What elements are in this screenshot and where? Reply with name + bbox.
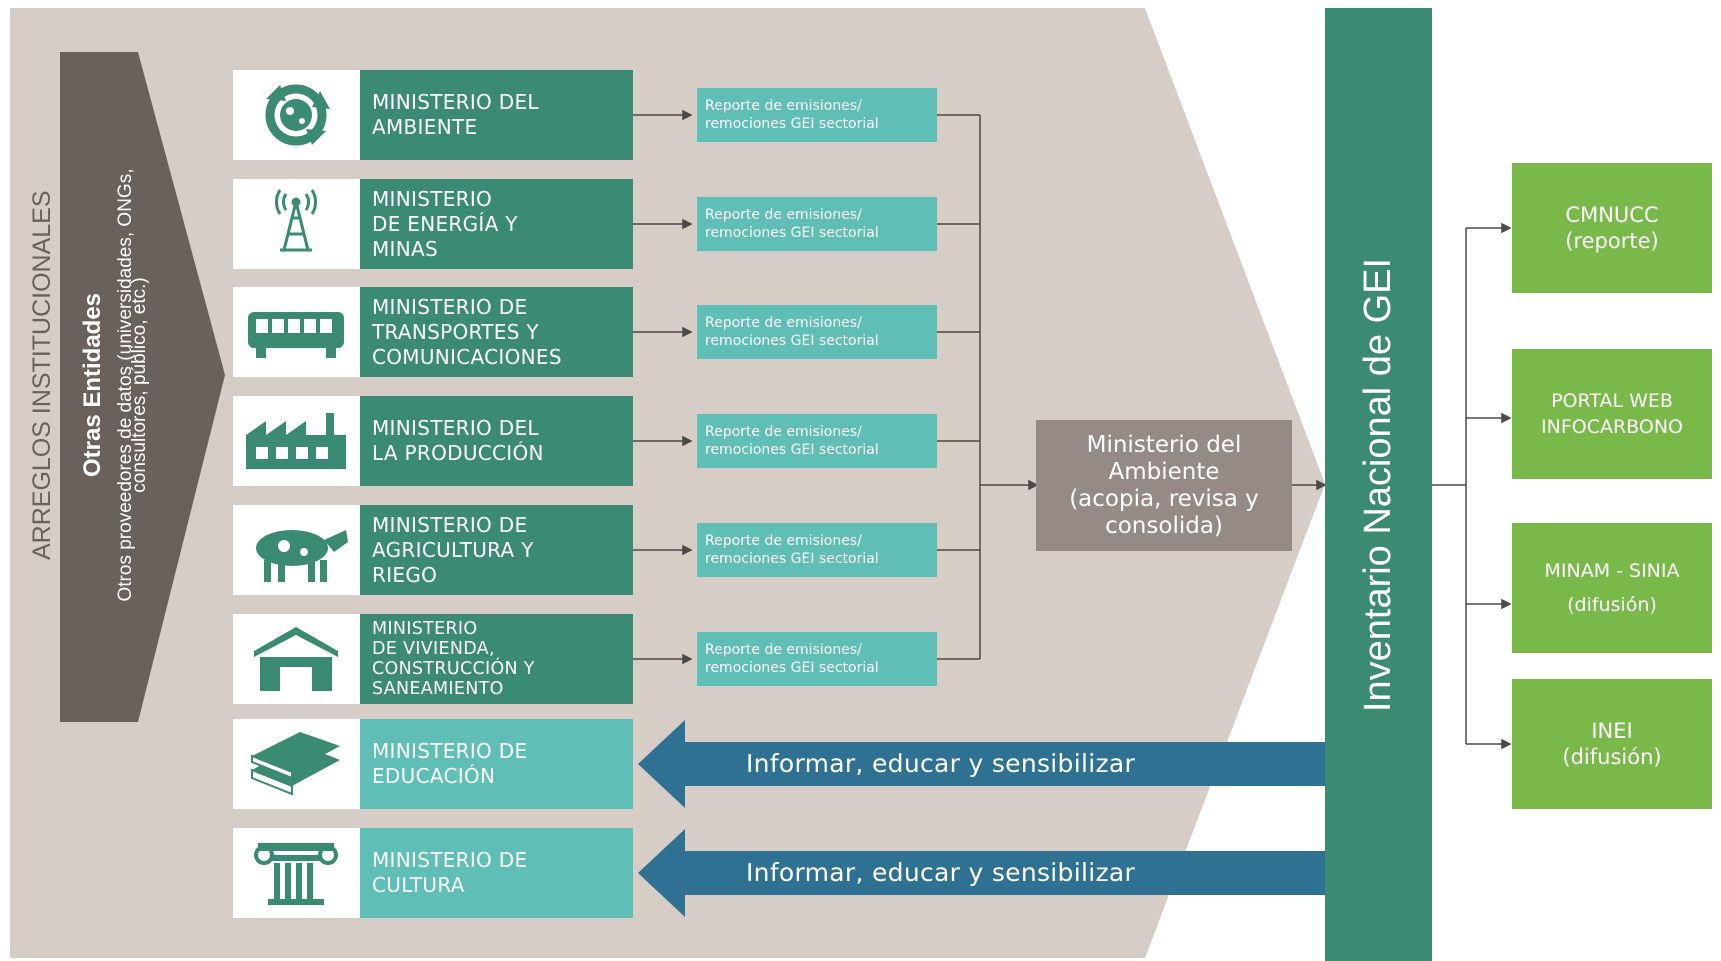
report-line1: Reporte de emisiones/ — [705, 424, 862, 440]
other-entities-line2: consultores, público, etc.) — [129, 277, 150, 493]
ministry-name-line: DE VIVIENDA, — [372, 639, 495, 659]
report-line1: Reporte de emisiones/ — [705, 207, 862, 223]
ministry-name-line: RIEGO — [372, 562, 438, 587]
report-line1: Reporte de emisiones/ — [705, 533, 862, 549]
output-line1: PORTAL WEB — [1551, 390, 1673, 412]
output-box-minam-sinia: MINAM - SINIA (difusión) — [1512, 523, 1712, 653]
ministry-name-line: AMBIENTE — [372, 115, 478, 139]
report-line2: remociones GEI sectorial — [705, 225, 879, 241]
output-box-cmnucc: CMNUCC (reporte) — [1512, 163, 1712, 293]
ministry-consolidation-box: Ministerio del Ambiente (acopia, revisa … — [1036, 420, 1292, 551]
sector-report-box: Reporte de emisiones/ remociones GEI sec… — [697, 632, 937, 686]
ministry-to-report-arrows — [633, 109, 693, 665]
report-line2: remociones GEI sectorial — [705, 333, 879, 349]
report-line2: remociones GEI sectorial — [705, 116, 879, 132]
center-line2: Ambiente — [1108, 458, 1220, 485]
output-line2: (reporte) — [1565, 229, 1659, 253]
ministry-icon-tile — [233, 828, 360, 918]
output-line2: (difusión) — [1567, 594, 1657, 616]
ministry-name-line: SANEAMIENTO — [372, 679, 504, 699]
ministry-name-line: CULTURA — [372, 873, 465, 897]
output-line1: CMNUCC — [1565, 203, 1659, 227]
ministry-name-line: TRANSPORTES Y — [372, 319, 539, 344]
ministry-icon-tile — [233, 614, 360, 704]
ministry-name-line: COMUNICACIONES — [372, 344, 562, 369]
output-bracket-connector — [1432, 222, 1512, 750]
output-box-inei: INEI (difusión) — [1512, 679, 1712, 809]
ministry-icon-tile — [233, 719, 360, 809]
ministry-name-line: MINISTERIO DE — [372, 848, 528, 872]
institutional-arrangements-title: ARREGLOS INSTITUCIONALES — [28, 190, 56, 560]
report-line2: remociones GEI sectorial — [705, 442, 879, 458]
inform-arrow-label: Informar, educar y sensibilizar — [746, 858, 1136, 887]
output-line1: INEI — [1591, 719, 1633, 743]
report-line1: Reporte de emisiones/ — [705, 642, 862, 658]
center-line3: (acopia, revisa y — [1069, 485, 1259, 512]
output-line2: INFOCARBONO — [1541, 416, 1683, 438]
ministry-name-line: MINISTERIO — [372, 186, 493, 211]
ministry-name-line: EDUCACIÓN — [372, 764, 496, 788]
ministry-icon-tile — [233, 179, 360, 269]
sector-report-box: Reporte de emisiones/ remociones GEI sec… — [697, 197, 937, 251]
ministry-name-line: MINISTERIO DE — [372, 739, 528, 763]
ministry-name-line: MINISTERIO DEL — [372, 90, 539, 114]
output-box-portal-web: PORTAL WEB INFOCARBONO — [1512, 349, 1712, 479]
ministry-name-line: MINISTERIO — [372, 619, 478, 639]
inform-arrow-label: Informar, educar y sensibilizar — [746, 749, 1136, 778]
sector-report-box: Reporte de emisiones/ remociones GEI sec… — [697, 523, 937, 577]
report-bracket-connector — [937, 114, 1327, 660]
output-line1: MINAM - SINIA — [1544, 560, 1680, 582]
report-line1: Reporte de emisiones/ — [705, 315, 862, 331]
center-line4: consolida) — [1105, 512, 1223, 539]
inform-arrow-culture — [638, 829, 1325, 917]
output-line2: (difusión) — [1562, 745, 1662, 769]
sector-report-box: Reporte de emisiones/ remociones GEI sec… — [697, 414, 937, 468]
ministry-name-line: MINISTERIO DE — [372, 294, 528, 319]
ministry-icon-tile — [233, 287, 360, 377]
ministry-name-line: MINISTERIO DEL — [372, 416, 539, 440]
inform-arrow-education — [638, 720, 1325, 808]
other-entities-title: Otras Entidades — [79, 292, 106, 478]
ministry-icon-tile — [233, 505, 360, 595]
report-line2: remociones GEI sectorial — [705, 660, 879, 676]
ministry-name-line: DE ENERGÍA Y — [372, 211, 518, 236]
inventory-bar-label: Inventario Nacional de GEI — [1357, 257, 1399, 713]
sector-report-box: Reporte de emisiones/ remociones GEI sec… — [697, 305, 937, 359]
center-line1: Ministerio del — [1086, 431, 1242, 458]
other-entities-panel — [60, 52, 225, 722]
ministry-name-line: AGRICULTURA Y — [372, 537, 534, 562]
report-line2: remociones GEI sectorial — [705, 551, 879, 567]
ministry-icon-tile — [233, 396, 360, 486]
ministry-name-line: MINAS — [372, 236, 438, 261]
sector-report-box: Reporte de emisiones/ remociones GEI sec… — [697, 88, 937, 142]
report-line1: Reporte de emisiones/ — [705, 98, 862, 114]
ministry-name-line: MINISTERIO DE — [372, 512, 528, 537]
ministry-name-line: LA PRODUCCIÓN — [372, 441, 544, 465]
ministry-icon-tile — [233, 70, 360, 160]
inventory-bar — [1325, 8, 1432, 961]
ministry-name-line: CONSTRUCCIÓN Y — [372, 659, 535, 679]
